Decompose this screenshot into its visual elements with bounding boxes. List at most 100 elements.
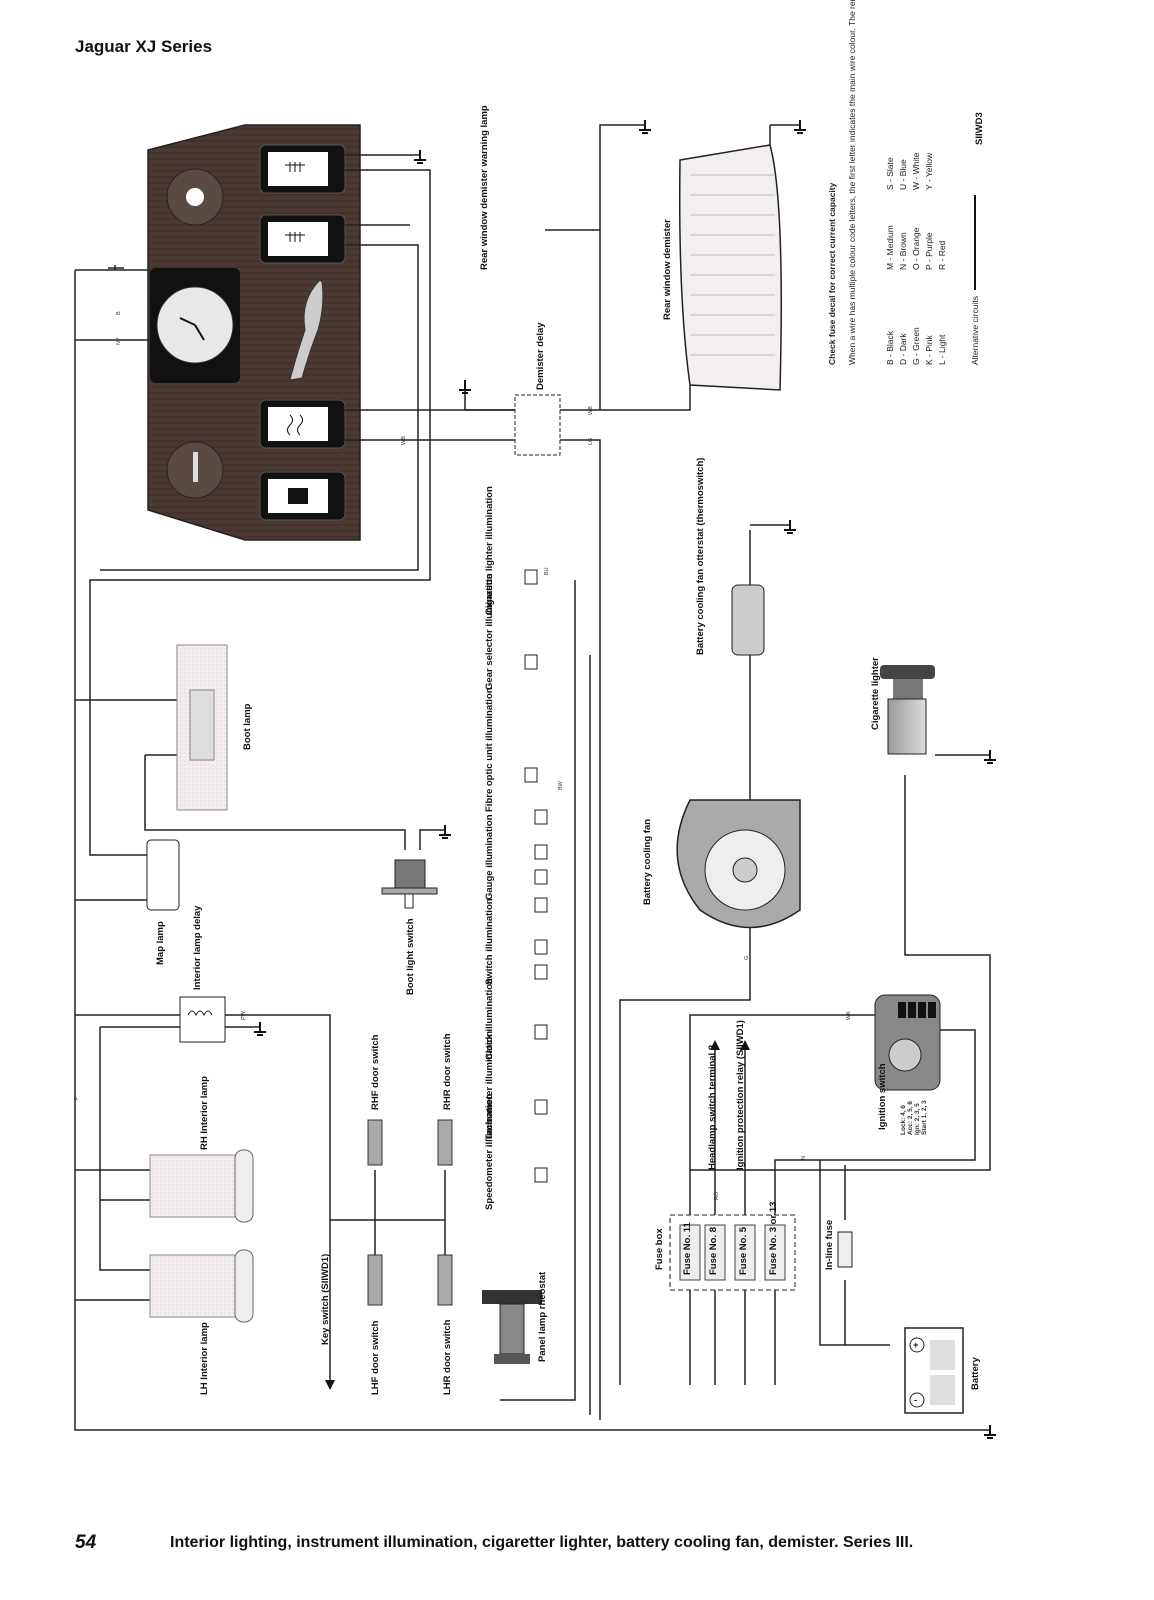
- cigarette-lighter-icon: [880, 665, 935, 755]
- rh-interior-lamp: [149, 1149, 254, 1223]
- label-map-lamp: Map lamp: [155, 921, 166, 965]
- wire-code: LG: [588, 438, 594, 445]
- legend-l: L - Light: [937, 334, 947, 365]
- wire-code: G: [744, 956, 750, 960]
- label-rheostat: Panel lamp rheostat: [537, 1271, 548, 1362]
- wire-code: WB: [401, 436, 407, 445]
- label-rhf-door: RHF door switch: [370, 1034, 381, 1110]
- interior-lamp-delay-box: [179, 996, 226, 1043]
- label-ign-relay: Ignition protection relay (SIIWD1): [735, 1020, 746, 1170]
- label-fuse-8: Fuse No. 8: [708, 1227, 719, 1275]
- label-clock-illum: Clock illumination: [484, 978, 495, 1060]
- fuse-box: [669, 1214, 796, 1291]
- door-switches: [367, 1119, 453, 1306]
- wire-code: NP: [116, 337, 122, 345]
- label-rhr-door: RHR door switch: [442, 1033, 453, 1110]
- otterstat-icon: [731, 584, 765, 656]
- legend-g: G - Green: [911, 327, 921, 365]
- page-caption: Interior lighting, instrument illuminati…: [170, 1534, 914, 1551]
- label-boot-switch: Boot light switch: [405, 918, 416, 995]
- label-rear-demister: Rear window demister: [662, 219, 673, 320]
- legend-m: M - Medium: [885, 225, 895, 270]
- label-otterstat: Battery cooling fan otterstat (thermoswi…: [695, 458, 706, 655]
- legend-n: N - Brown: [898, 232, 908, 270]
- label-lhf-door: LHF door switch: [370, 1320, 381, 1395]
- label-battery: Battery: [970, 1357, 981, 1390]
- label-headlamp-switch: Headlamp switch terminal 2: [707, 1045, 718, 1170]
- jaguar-leaper-icon: [289, 279, 324, 381]
- switch-1: [259, 144, 346, 194]
- wire-code: PW: [241, 1010, 247, 1020]
- label-cig-lighter: Cigarette lighter: [870, 657, 881, 730]
- label-ignition: Ignition switch: [877, 1063, 888, 1130]
- label-fan: Battery cooling fan: [642, 819, 653, 905]
- legend-alt: Alternative circuits: [970, 296, 980, 365]
- legend-p: P - Purple: [924, 232, 934, 270]
- label-rear-demister-lamp: Rear window demister warning lamp: [479, 105, 490, 270]
- wire-code: N: [801, 1156, 807, 1160]
- battery-cooling-fan-icon: [676, 799, 801, 929]
- dashboard-panel: [147, 124, 361, 541]
- label-lh-interior: LH Interior lamp: [199, 1322, 210, 1395]
- ign-pos-start: Start 1, 2, 3: [921, 1100, 928, 1135]
- legend-intro: When a wire has multiple colour code let…: [847, 0, 857, 365]
- wire-code: P: [74, 1096, 80, 1100]
- diagram-ref: SIIWD3: [974, 112, 985, 145]
- label-fuse-3-13: Fuse No. 3 or 13: [768, 1202, 779, 1275]
- map-lamp: [146, 839, 180, 911]
- label-cig-illum: Cigarette lighter illumination: [484, 486, 495, 615]
- switch-2: [259, 214, 346, 264]
- label-gauge-illum: Gauge illumination: [484, 814, 495, 900]
- demister-switch: [259, 399, 346, 449]
- boot-light-switch-icon: [381, 859, 438, 909]
- demister-delay-box: [514, 394, 561, 456]
- panel-lamp-rheostat-icon: [482, 1290, 542, 1364]
- legend-r: R - Red: [937, 240, 947, 270]
- battery-icon: + -: [904, 1327, 964, 1414]
- label-key-switch: Key switch (SIIWD1): [320, 1254, 331, 1345]
- label-fuse-11: Fuse No. 11: [682, 1221, 693, 1275]
- label-boot-lamp: Boot lamp: [242, 703, 253, 750]
- page-number: 54: [75, 1532, 97, 1553]
- legend-s: S - Slate: [885, 157, 895, 190]
- svg-text:+: +: [913, 1340, 919, 1351]
- legend-u: U - Blue: [898, 159, 908, 190]
- label-interior-delay: Interior lamp delay: [192, 905, 203, 990]
- wire-code: RO: [714, 1191, 720, 1200]
- ground-symbols: [254, 120, 996, 1439]
- arrows: [325, 1040, 750, 1390]
- legend-d: D - Dark: [898, 333, 908, 365]
- legend-y: Y - Yellow: [924, 152, 934, 190]
- lh-interior-lamp: [149, 1249, 254, 1323]
- wire-code: BU: [544, 567, 550, 575]
- page-header: Jaguar XJ Series: [75, 37, 213, 56]
- label-gear-illum: Gear selector illumination: [484, 573, 495, 690]
- ign-pos-acc: Acc: 2, 5, 6: [907, 1101, 914, 1135]
- legend-title: Check fuse decal for correct current cap…: [827, 182, 837, 365]
- label-switch-illum: Switch illumination: [484, 898, 495, 985]
- legend-k: K - Pink: [924, 334, 934, 365]
- label-fibre-illum: Fibre optic unit illumination: [484, 687, 495, 812]
- label-speedo-illum: Speedometer illumination: [484, 1094, 495, 1210]
- legend-w: W - White: [911, 152, 921, 190]
- ignition-switch-icon: [874, 994, 941, 1091]
- wire-code: BW: [558, 780, 564, 790]
- illumination-bulbs: [524, 569, 548, 1183]
- label-inline-fuse: In-line fuse: [824, 1220, 835, 1270]
- svg-text:-: -: [914, 1395, 917, 1406]
- rear-window-demister: [678, 144, 782, 391]
- inline-fuse: [837, 1231, 853, 1268]
- wire-code: WK: [846, 1011, 852, 1020]
- label-fuse-5: Fuse No. 5: [738, 1226, 749, 1275]
- hazard-switch: [259, 471, 346, 521]
- legend-o: O - Orange: [911, 227, 921, 270]
- label-rh-interior: RH Interior lamp: [199, 1076, 210, 1150]
- label-fuse-box: Fuse box: [654, 1228, 665, 1270]
- label-tacho-illum: Tachometer illumination: [484, 1031, 495, 1140]
- label-demister-delay: Demister delay: [535, 322, 546, 390]
- ign-pos-lock: Lock: 4, 6: [900, 1105, 907, 1135]
- wire-code: WB: [588, 406, 594, 415]
- legend-b: B - Black: [885, 330, 895, 365]
- label-lhr-door: LHR door switch: [442, 1319, 453, 1395]
